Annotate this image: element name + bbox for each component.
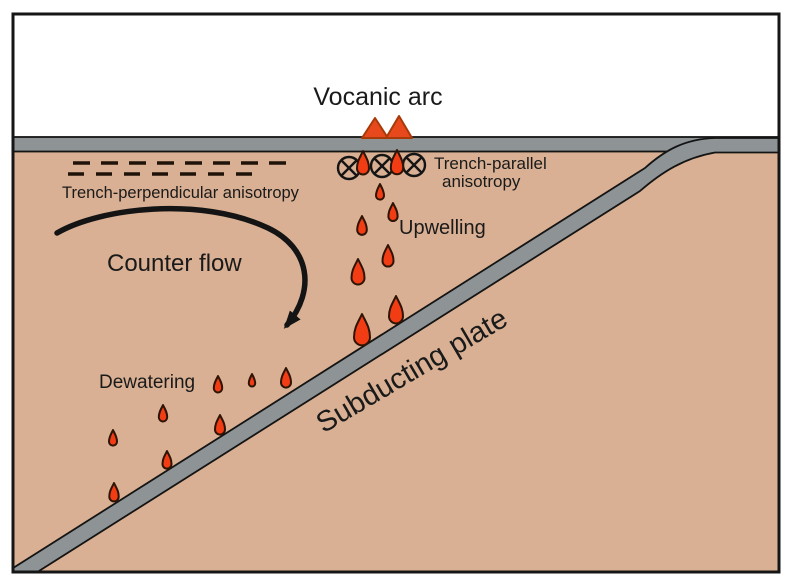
volcano-icons [361,115,413,139]
counter-flow-arrow [54,205,308,329]
anisotropy-dashes [68,161,288,176]
figure-border [11,12,781,574]
overriding-plate-band [14,136,778,153]
subducting-plate-band [14,137,778,571]
diagram-title: Vocanic arc [313,83,442,111]
dewatering-label: Dewatering [99,372,195,393]
volcano-icon [385,115,413,139]
trench-parallel-label-line1: Trench-parallel [434,154,547,173]
counter-flow-label: Counter flow [107,250,242,277]
volcano-icon [361,117,389,139]
trench-parallel-label-line2: anisotropy [442,172,521,191]
trench-perpendicular-label: Trench-perpendicular anisotropy [62,184,300,202]
upwelling-label: Upwelling [399,217,486,239]
